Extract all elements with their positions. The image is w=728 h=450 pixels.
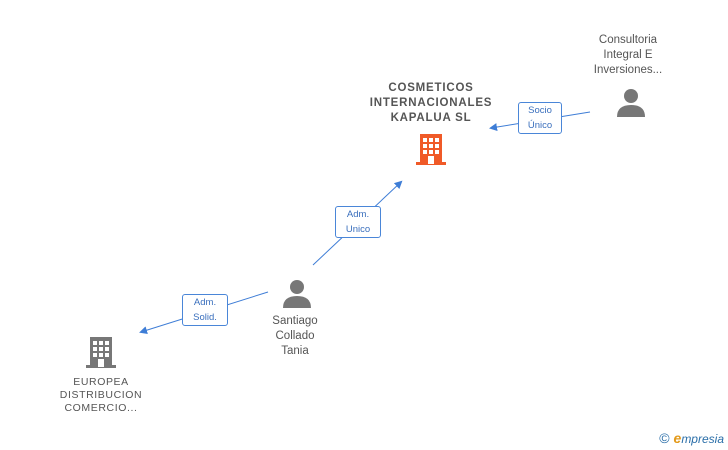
- edge-label-adm-solid: Adm. Solid.: [182, 294, 228, 326]
- building-icon-main[interactable]: [415, 132, 447, 166]
- europea-name[interactable]: EUROPEA DISTRIBUCION COMERCIO...: [59, 376, 143, 414]
- empresia-logo: ©empresia: [659, 430, 724, 446]
- consultoria-name[interactable]: Consultoria Integral E Inversiones...: [593, 34, 663, 76]
- main-company-name[interactable]: COSMETICOS INTERNACIONALES KAPALUA SL: [369, 82, 493, 124]
- copyright-icon: ©: [659, 430, 670, 446]
- building-icon-europea[interactable]: [85, 335, 117, 369]
- edge-label-adm-unico: Adm. Unico: [335, 206, 381, 238]
- santiago-name[interactable]: Santiago Collado Tania: [272, 315, 318, 357]
- person-icon-consultoria[interactable]: [615, 88, 647, 118]
- person-icon-santiago[interactable]: [281, 279, 313, 309]
- edge-label-socio-unico: Socio Único: [518, 102, 562, 134]
